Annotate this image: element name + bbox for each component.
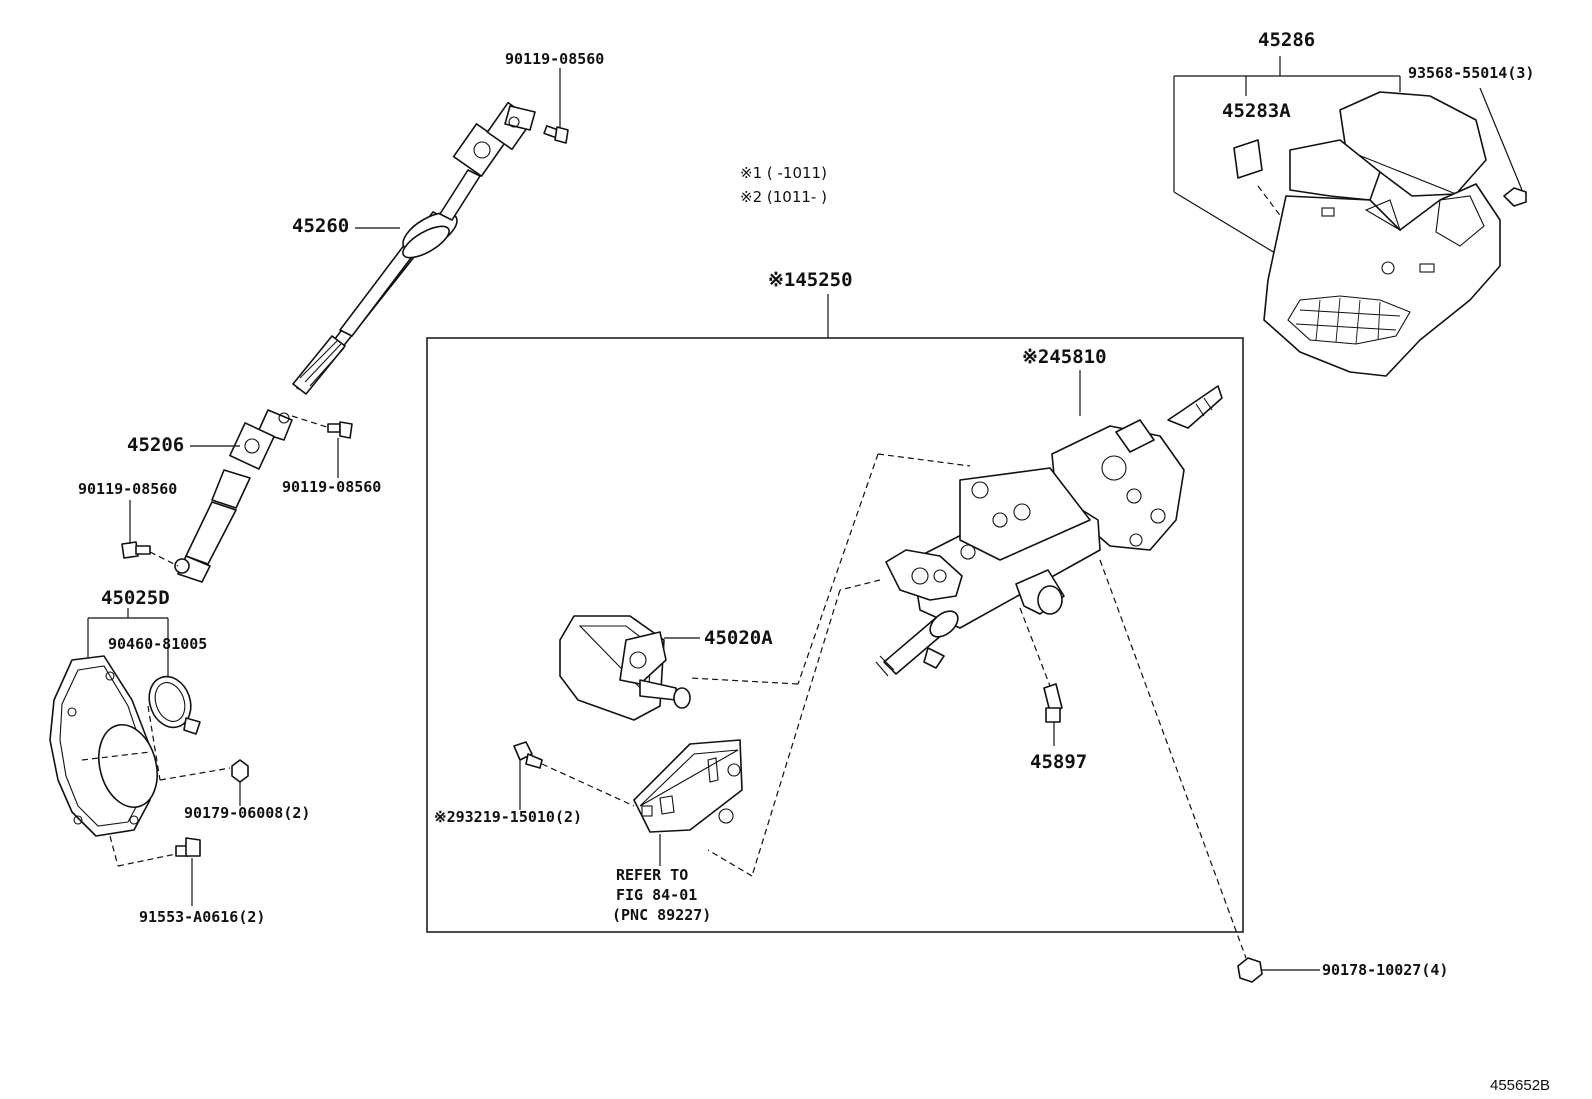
screw-293219-15010 — [513, 741, 635, 810]
label-90460-81005: 90460-81005 — [108, 635, 207, 653]
steering-column-assembly-box — [426, 337, 1244, 933]
label-145250: ※145250 — [768, 269, 853, 291]
bolt-91553-a0616 — [175, 837, 201, 906]
intermediate-shaft-45260 — [292, 101, 536, 395]
label-91553-a0616: 91553-A0616(2) — [139, 908, 265, 926]
screw-93568-55014 — [1479, 87, 1527, 207]
label-45283a: 45283A — [1222, 100, 1291, 122]
label-45020a: 45020A — [704, 627, 773, 649]
label-45206: 45206 — [127, 434, 184, 456]
label-90119-08560-top: 90119-08560 — [505, 50, 604, 68]
diagram-id: 455652B — [1490, 1077, 1550, 1094]
label-45286: 45286 — [1258, 29, 1315, 51]
lock-ecu-module — [633, 739, 743, 833]
label-45025d: 45025D — [101, 587, 170, 609]
steering-lock-45020a — [559, 615, 691, 721]
label-plate-45283a — [1233, 139, 1283, 219]
column-cover-45286 — [1263, 91, 1501, 377]
label-293219-15010: ※293219-15010(2) — [434, 808, 582, 826]
label-90179-06008: 90179-06008(2) — [184, 804, 310, 822]
label-45260: 45260 — [292, 215, 349, 237]
nut-90178-10027 — [1237, 957, 1320, 983]
label-245810: ※245810 — [1022, 346, 1107, 368]
label-refer-line2: FIG 84-01 — [616, 886, 697, 904]
label-90178-10027: 90178-10027(4) — [1322, 961, 1448, 979]
bolt-90119-right — [291, 415, 353, 478]
label-90119-08560-right: 90119-08560 — [282, 478, 381, 496]
dust-cover-45025d — [49, 655, 158, 837]
label-93568-55014: 93568-55014(3) — [1408, 64, 1534, 82]
sliding-yoke-45206 — [174, 409, 293, 583]
label-refer-line3: (PNC 89227) — [612, 906, 711, 924]
nut-90179-06008 — [231, 759, 249, 806]
bolt-90119-top — [543, 68, 569, 144]
bolt-90119-left — [121, 500, 179, 567]
label-45897: 45897 — [1030, 751, 1087, 773]
label-refer-line1: REFER TO — [616, 866, 688, 884]
seal-ring-90460-81005 — [148, 675, 201, 735]
bolt-45897 — [1019, 607, 1063, 746]
column-assembly-245810 — [875, 385, 1223, 677]
label-90119-08560-left: 90119-08560 — [78, 480, 177, 498]
note-1: ※1 ( -1011) — [740, 164, 827, 182]
note-2: ※2 (1011- ) — [740, 188, 827, 206]
